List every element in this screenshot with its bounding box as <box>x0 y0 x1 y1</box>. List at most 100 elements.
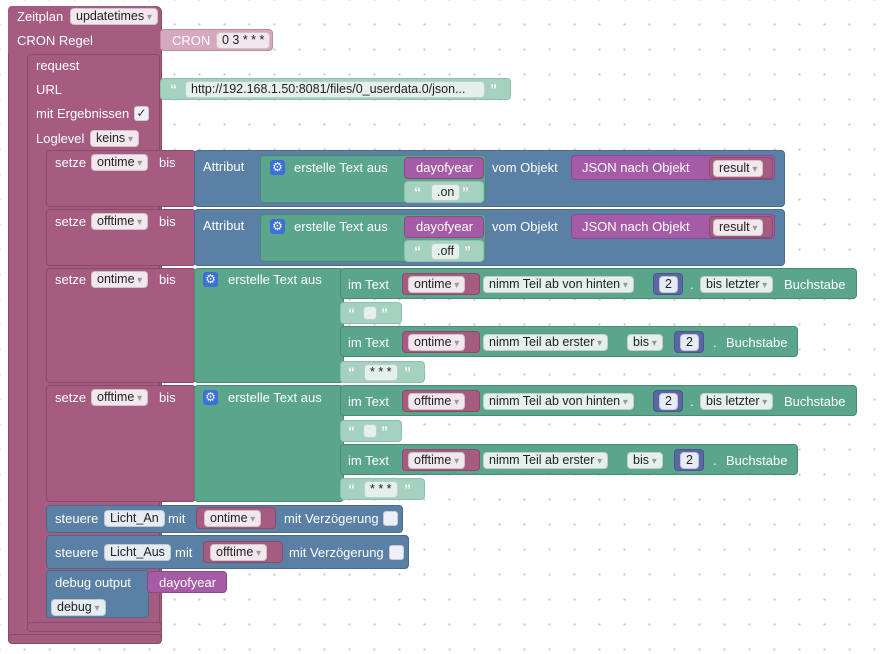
delay-checkbox[interactable] <box>383 511 398 526</box>
cron-tag: CRON <box>172 33 211 48</box>
quote-close-icon: ” <box>464 243 471 259</box>
quote-open-icon: “ <box>414 184 421 200</box>
quote-close-icon: ” <box>381 423 388 439</box>
quote-close-icon: ” <box>462 184 469 200</box>
to-dropdown[interactable]: bis <box>627 452 663 469</box>
dayofyear-var-block[interactable] <box>404 216 484 238</box>
create-text-label: erstelle Text aus <box>228 390 322 405</box>
offtime-var-dropdown[interactable]: offtime <box>91 389 149 406</box>
control-label: steuere <box>55 545 99 560</box>
from-start-dropdown[interactable]: nimm Teil ab erster <box>483 334 609 351</box>
set-label: setze <box>55 214 87 229</box>
result-var-dropdown[interactable]: result <box>713 219 764 236</box>
schedule-name-dropdown[interactable]: updatetimes <box>70 8 158 25</box>
control-label: steuere <box>55 511 99 526</box>
set-label: setze <box>55 155 87 170</box>
offtime-var-dropdown[interactable]: offtime <box>91 213 149 230</box>
number-field[interactable]: 2 <box>680 452 699 469</box>
light-on-device-field[interactable]: Licht_An <box>104 510 165 527</box>
to-dropdown[interactable]: bis <box>627 334 663 351</box>
attribute-label: Attribut <box>203 159 245 174</box>
gear-icon[interactable]: ⚙ <box>203 390 218 405</box>
light-off-device-field[interactable]: Licht_Aus <box>104 544 171 561</box>
quote-open-icon: “ <box>414 243 421 259</box>
dot-label: . <box>713 453 717 468</box>
loglevel-dropdown[interactable]: keins <box>90 130 139 147</box>
debug-output-label: debug output <box>55 575 131 590</box>
stars-text-field[interactable]: * * * <box>364 481 398 498</box>
results-checkbox[interactable]: ✓ <box>134 106 149 121</box>
debug-level-dropdown[interactable]: debug <box>51 599 106 616</box>
from-end-dropdown[interactable]: nimm Teil ab von hinten <box>483 393 634 410</box>
gear-icon[interactable]: ⚙ <box>270 160 285 175</box>
result-var-dropdown[interactable]: result <box>713 160 764 177</box>
from-object-label: vom Objekt <box>492 219 558 234</box>
schedule-block-bottom <box>8 634 162 644</box>
set-label: setze <box>55 272 87 287</box>
on-text-field[interactable]: .on <box>431 184 461 201</box>
url-input[interactable]: http://192.168.1.50:8081/files/0_userdat… <box>185 81 485 98</box>
to-label: bis <box>159 214 176 229</box>
dot-label: . <box>690 394 694 409</box>
quote-close-icon: ” <box>404 364 411 380</box>
gear-icon[interactable]: ⚙ <box>270 219 285 234</box>
to-last-dropdown[interactable]: bis letzter <box>700 276 774 293</box>
off-text-field[interactable]: .off <box>431 243 461 260</box>
quote-open-icon: “ <box>348 364 355 380</box>
dot-label: . <box>713 335 717 350</box>
delay-checkbox[interactable] <box>389 545 404 560</box>
url-quote-open-icon: “ <box>170 81 177 97</box>
empty-text-field[interactable] <box>363 424 377 438</box>
schedule-label: Zeitplan <box>17 9 64 24</box>
ontime-var-dropdown[interactable]: ontime <box>408 276 466 293</box>
to-label: bis <box>159 155 176 170</box>
cron-rule-label: CRON Regel <box>17 33 93 48</box>
dayofyear-label: dayofyear <box>416 219 474 234</box>
json-to-object-label: JSON nach Objekt <box>582 160 690 175</box>
ontime-var-dropdown[interactable]: ontime <box>204 510 262 527</box>
request-block-bottom <box>27 622 162 632</box>
number-field[interactable]: 2 <box>659 393 678 410</box>
letter-label: Buchstabe <box>784 394 846 409</box>
ontime-var-dropdown[interactable]: ontime <box>408 334 466 351</box>
quote-open-icon: “ <box>348 423 355 439</box>
dayofyear-label: dayofyear <box>416 160 474 175</box>
quote-open-icon: “ <box>348 481 355 497</box>
letter-label: Buchstabe <box>784 277 846 292</box>
url-label: URL <box>36 82 63 97</box>
offtime-var-dropdown[interactable]: offtime <box>408 393 466 410</box>
ontime-var-dropdown[interactable]: ontime <box>91 271 149 288</box>
in-text-label: im Text <box>348 335 389 350</box>
loglevel-label: Loglevel <box>36 131 85 146</box>
number-field[interactable]: 2 <box>680 334 699 351</box>
empty-text-field[interactable] <box>363 306 377 320</box>
to-label: bis <box>159 390 176 405</box>
stars-text-field[interactable]: * * * <box>364 364 398 381</box>
from-object-label: vom Objekt <box>492 160 558 175</box>
create-text-block[interactable] <box>194 385 344 502</box>
to-last-dropdown[interactable]: bis letzter <box>700 393 774 410</box>
offtime-var-dropdown[interactable]: offtime <box>210 544 268 561</box>
quote-open-icon: “ <box>348 305 355 321</box>
ontime-var-dropdown[interactable]: ontime <box>91 154 149 171</box>
dot-label: . <box>690 277 694 292</box>
cron-value-field[interactable]: 0 3 * * * <box>216 32 271 49</box>
create-text-label: erstelle Text aus <box>228 272 322 287</box>
dayofyear-var-block[interactable] <box>404 157 484 179</box>
results-label: mit Ergebnissen <box>36 106 130 121</box>
delay-label: mit Verzögerung <box>289 545 384 560</box>
letter-label: Buchstabe <box>726 453 788 468</box>
in-text-label: im Text <box>348 277 389 292</box>
request-label: request <box>36 58 80 73</box>
dayofyear-var-block[interactable] <box>147 571 227 593</box>
dayofyear-label: dayofyear <box>159 575 217 590</box>
attribute-label: Attribut <box>203 218 245 233</box>
delay-label: mit Verzögerung <box>284 511 379 526</box>
create-text-block[interactable] <box>194 268 344 383</box>
offtime-var-dropdown[interactable]: offtime <box>408 452 466 469</box>
from-end-dropdown[interactable]: nimm Teil ab von hinten <box>483 276 634 293</box>
create-text-label: erstelle Text aus <box>294 219 388 234</box>
from-start-dropdown[interactable]: nimm Teil ab erster <box>483 452 609 469</box>
number-field[interactable]: 2 <box>659 276 678 293</box>
gear-icon[interactable]: ⚙ <box>203 272 218 287</box>
